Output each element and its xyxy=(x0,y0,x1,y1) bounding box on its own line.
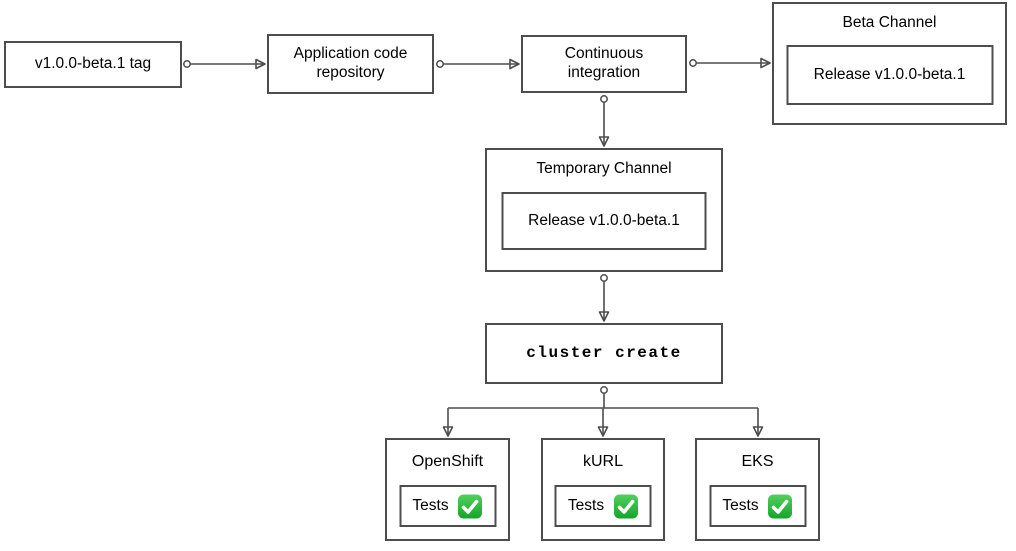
check-mark-icon xyxy=(458,494,483,518)
version-tag-label: v1.0.0-beta.1 tag xyxy=(34,55,152,73)
openshift-tests-label: Tests xyxy=(412,497,449,514)
node-beta-channel: Beta Channel Release v1.0.0-beta.1 xyxy=(772,2,1007,125)
node-kurl: kURL Tests xyxy=(541,438,665,541)
openshift-title: OpenShift xyxy=(411,453,484,470)
beta-channel-title: Beta Channel xyxy=(842,14,937,31)
continuous-integration-label: Continuous integration xyxy=(564,45,644,81)
node-continuous-integration: Continuous integration xyxy=(521,35,687,93)
node-app-repo: Application code repository xyxy=(267,34,434,94)
eks-tests-box: Tests xyxy=(709,485,806,527)
node-version-tag: v1.0.0-beta.1 tag xyxy=(4,41,182,88)
app-repo-label: Application code repository xyxy=(293,45,408,81)
eks-title: EKS xyxy=(741,453,774,470)
node-temporary-channel: Temporary Channel Release v1.0.0-beta.1 xyxy=(485,148,723,272)
beta-release-label: Release v1.0.0-beta.1 xyxy=(813,66,966,83)
temporary-channel-title: Temporary Channel xyxy=(536,160,672,177)
check-mark-icon xyxy=(768,494,793,518)
node-beta-release: Release v1.0.0-beta.1 xyxy=(786,45,993,105)
eks-tests-label: Tests xyxy=(722,497,759,514)
cluster-create-label: cluster create xyxy=(526,343,682,362)
node-temp-release: Release v1.0.0-beta.1 xyxy=(501,192,707,250)
check-mark-icon xyxy=(613,494,638,518)
node-eks: EKS Tests xyxy=(695,438,820,541)
openshift-tests-box: Tests xyxy=(399,485,496,527)
kurl-title: kURL xyxy=(582,453,623,470)
kurl-tests-label: Tests xyxy=(567,497,605,514)
node-cluster-create: cluster create xyxy=(485,323,723,384)
node-openshift: OpenShift Tests xyxy=(385,438,510,541)
kurl-tests-box: Tests xyxy=(554,485,652,527)
temp-release-label: Release v1.0.0-beta.1 xyxy=(528,212,680,229)
